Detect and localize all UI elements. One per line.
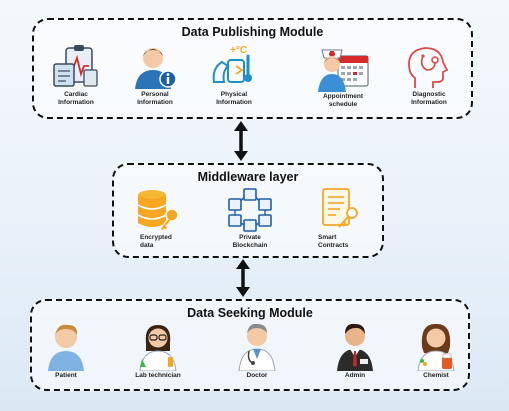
encrypted-database-key-icon [137, 190, 179, 232]
diagnostic-information-label: Diagnostic Information [411, 91, 447, 106]
physical-information-item: +°C Physical Information [202, 42, 266, 106]
patient-item: Patient [40, 321, 92, 380]
admin-label: Admin [344, 372, 366, 379]
cardiac-information-item: Cardiac Information [46, 44, 106, 106]
appointment-schedule-label: Appointment schedule [322, 93, 364, 108]
appointment-nurse-calendar-icon [318, 49, 369, 92]
smart-contracts-label: Smart Contracts [318, 234, 349, 249]
private-blockchain-label: Private Blockchain [232, 234, 268, 249]
publishing-module-title: Data Publishing Module [181, 25, 324, 39]
private-blockchain-cubes-icon [228, 188, 272, 232]
patient-label: Patient [55, 372, 77, 379]
physical-thermometer-icon: +°C [212, 45, 252, 83]
patient-avatar-icon [48, 324, 84, 371]
smart-contract-document-key-icon [322, 188, 358, 228]
smart-contracts-item: Smart Contracts [310, 187, 370, 249]
personal-information-item: Personal Information [124, 44, 186, 106]
physical-information-label: Physical Information [216, 91, 252, 106]
chemist-avatar-icon [417, 323, 455, 371]
physical-temp-badge: +°C [230, 45, 247, 56]
doctor-avatar-icon [238, 323, 276, 371]
lab-technician-avatar-icon [139, 325, 177, 371]
lab-technician-label: Lab technician [135, 372, 181, 379]
doctor-label: Doctor [246, 372, 268, 379]
lab-technician-item: Lab technician [128, 321, 188, 380]
middleware-layer-module: Middleware layer Encrypted data [112, 163, 384, 258]
personal-info-person-icon [135, 48, 177, 89]
seeking-module-title: Data Seeking Module [187, 306, 313, 320]
admin-item: Admin [330, 321, 380, 380]
cardiac-information-label: Cardiac Information [58, 91, 94, 106]
encrypted-data-label: Encrypted data [140, 234, 172, 249]
chemist-item: Chemist [410, 321, 462, 380]
data-seeking-module: Data Seeking Module Patient Lab technici… [30, 299, 470, 391]
personal-information-label: Personal Information [137, 91, 173, 106]
admin-avatar-icon [337, 323, 373, 371]
data-publishing-module: Data Publishing Module Cardiac Informati… [32, 18, 473, 119]
double-arrow-publishing-middleware-icon [234, 121, 248, 161]
cardiac-clipboard-icon [53, 45, 98, 87]
encrypted-data-item: Encrypted data [128, 187, 188, 249]
double-arrow-middleware-seeking-icon [236, 259, 250, 297]
private-blockchain-item: Private Blockchain [218, 187, 282, 249]
appointment-schedule-item: Appointment schedule [310, 42, 376, 108]
doctor-item: Doctor [232, 321, 282, 380]
diagnostic-head-stethoscope-icon [408, 47, 449, 88]
middleware-layer-title: Middleware layer [197, 170, 299, 184]
chemist-label: Chemist [423, 372, 449, 379]
diagnostic-information-item: Diagnostic Information [398, 44, 460, 106]
